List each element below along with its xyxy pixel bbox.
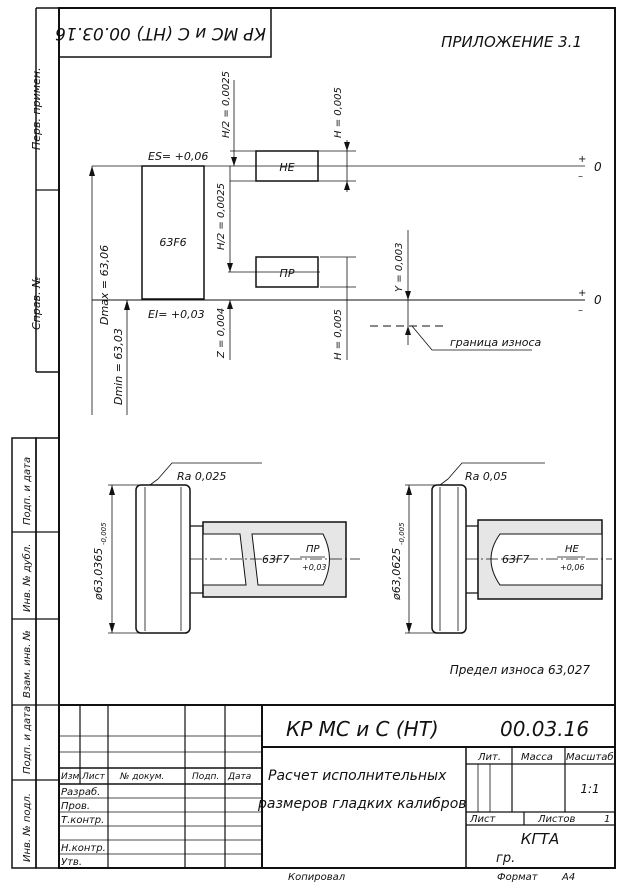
h2-mid-label: H/2 = 0,0025 (216, 183, 227, 250)
tb-role-nkontr: Н.контр. (61, 843, 106, 854)
h2-top-label: H/2 = 0,0025 (221, 71, 232, 138)
tb-col-izm: Изм. (61, 772, 82, 782)
zero-sign-top: 0 (594, 160, 602, 174)
zero-sign-bottom: 0 (594, 293, 602, 307)
pr-label: ПР (280, 267, 295, 280)
tb-copied: Копировал (288, 872, 346, 883)
side-label-perv: Перв. примен. (30, 67, 43, 150)
tb-lit: Лит. (477, 752, 501, 763)
title-block: КР МС и С (НТ) 00.03.16 Расчет исполните… (59, 704, 615, 883)
tb-title-line1: Расчет исполнительных (268, 768, 447, 784)
right-side: НЕ (565, 544, 580, 555)
dmin-label: Dmin = 63,03 (112, 328, 125, 405)
corner-stamp-text: КР МС и С (НТ) 00.03.16 (55, 23, 266, 43)
gauge-left: ø63,0365 -0,005 Ra 0,025 63F7 ПР +0,03 (92, 462, 360, 634)
tb-sheets: Листов (537, 814, 575, 825)
h-top-label: H = 0,005 (333, 87, 344, 138)
side-label-sprav: Справ. № (30, 276, 43, 330)
left-side: ПР (306, 544, 321, 555)
left-measuring-body (135, 484, 191, 634)
tb-format: Формат (497, 872, 539, 883)
tb-role-razrab: Разраб. (61, 786, 100, 798)
right-dev: +0,06 (560, 563, 585, 572)
minus-sign-top: – (578, 171, 583, 182)
side-label-inv: Инв. № подл. (22, 793, 33, 862)
tb-number: 00.03.16 (500, 717, 589, 741)
right-ra: Ra 0,05 (465, 470, 507, 483)
tb-role-utv: Утв. (61, 857, 82, 868)
dmax-label: Dmax = 63,06 (98, 245, 111, 325)
hole-label: 63F6 (159, 236, 186, 249)
tb-col-date: Дата (227, 772, 251, 782)
side-label-podp2: Подп. и дата (22, 706, 33, 774)
left-diameter-tol: -0,005 (100, 522, 108, 545)
tb-col-podp: Подп. (192, 772, 219, 782)
tb-mass: Масса (521, 752, 553, 763)
wear-note: Предел износа 63,027 (450, 663, 591, 677)
right-fit: 63F7 (502, 553, 529, 566)
hole-zone (141, 165, 205, 300)
left-diameter: ø63,0365 (92, 548, 105, 601)
tb-title-line2: размеров гладких калибров (257, 796, 467, 812)
tb-org: КГТА (521, 830, 559, 848)
tb-col-list: Лист (81, 772, 106, 782)
tb-format-value: А4 (561, 872, 575, 883)
left-dev: +0,03 (302, 563, 327, 572)
h-bottom-label: H = 0,005 (333, 309, 344, 360)
right-diameter: ø63,0625 (390, 548, 403, 601)
gauge-right: ø63,0625 -0,005 Ra 0,05 63F7 НЕ +0,06 (390, 462, 612, 634)
tb-role-tkontr: Т.контр. (61, 815, 104, 826)
left-ra: Ra 0,025 (177, 470, 226, 483)
y-label: Y = 0,003 (394, 243, 405, 292)
minus-sign-bottom: – (578, 305, 583, 316)
plus-sign-bottom: + (578, 288, 586, 299)
tb-role-prov: Пров. (61, 801, 90, 812)
tb-scale: 1:1 (580, 782, 599, 796)
es-label: ES= +0,06 (148, 150, 208, 163)
left-fit: 63F7 (262, 553, 289, 566)
tb-scale-label: Масштаб (566, 751, 614, 763)
side-label-dubl: Инв. № дубл. (21, 544, 33, 612)
corner-stamp: КР МС и С (НТ) 00.03.16 (55, 7, 272, 58)
left-strip: Перв. примен. Справ. № Подп. и дата Инв.… (11, 7, 60, 869)
wear-limit-label: граница износа (450, 336, 542, 349)
tb-sheet: Лист (469, 814, 497, 825)
plus-sign-top: + (578, 154, 586, 165)
ne-label: НЕ (279, 161, 294, 174)
tolerance-diagram: 0 + – 0 + – 63F6 ES= +0,06 EI= +0,03 Dma… (89, 71, 602, 415)
right-diameter-tol: -0,005 (398, 522, 406, 545)
appendix-title: ПРИЛОЖЕНИЕ 3.1 (441, 33, 582, 51)
z-label: Z = 0,004 (216, 308, 227, 359)
tb-group: гр. (496, 851, 515, 866)
tb-col-doc: № докум. (119, 772, 164, 782)
side-label-podp1: Подп. и дата (22, 457, 33, 525)
right-measuring-body (431, 484, 467, 634)
tb-designation: КР МС и С (НТ) (286, 717, 439, 741)
side-label-vzam: Взам. инв. № (22, 630, 33, 698)
tb-sheets-count: 1 (604, 814, 610, 825)
ei-label: EI= +0,03 (148, 308, 205, 321)
